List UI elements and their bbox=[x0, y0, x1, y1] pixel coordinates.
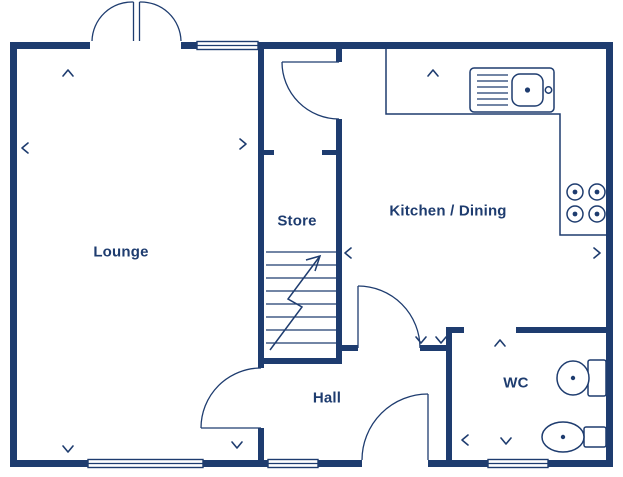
room-label-lounge: Lounge bbox=[93, 243, 149, 261]
stairs-up-arrow-icon bbox=[269, 254, 322, 351]
dimension-chevron-icon bbox=[500, 437, 512, 445]
window-icon bbox=[267, 458, 319, 469]
room-label-store: Store bbox=[277, 212, 317, 230]
window-icon bbox=[196, 40, 259, 51]
dimension-chevron-icon bbox=[62, 69, 74, 77]
room-label-hall: Hall bbox=[312, 389, 342, 407]
door-swing-icon bbox=[357, 285, 421, 349]
dimension-chevron-icon bbox=[415, 336, 427, 344]
dimension-chevron-icon bbox=[231, 441, 243, 449]
dimension-chevron-icon bbox=[593, 247, 601, 259]
wc-fixtures bbox=[541, 359, 607, 453]
window-icon bbox=[487, 458, 549, 469]
outer-walls bbox=[10, 42, 613, 467]
door-swing-icon bbox=[361, 393, 429, 461]
dimension-chevron-icon bbox=[461, 434, 469, 446]
hob-four-burner-icon bbox=[566, 183, 606, 223]
stairs bbox=[266, 251, 336, 351]
dimension-chevron-icon bbox=[344, 247, 352, 259]
dimension-chevron-icon bbox=[62, 445, 74, 453]
dimension-chevron-icon bbox=[427, 69, 439, 77]
kitchen-fixtures bbox=[385, 49, 606, 236]
door-swing-icon bbox=[281, 61, 340, 120]
room-label-kitchen-dining: Kitchen / Dining bbox=[389, 202, 507, 220]
door-swing-icon bbox=[200, 367, 262, 429]
dimension-chevron-icon bbox=[21, 142, 29, 154]
toilet-icon bbox=[556, 359, 607, 397]
wash-basin-icon bbox=[541, 421, 607, 453]
dimension-chevron-icon bbox=[435, 336, 447, 344]
counter-outline bbox=[385, 49, 606, 236]
internal-walls bbox=[258, 49, 606, 460]
windows bbox=[87, 40, 549, 469]
dimension-chevron-icon bbox=[494, 339, 506, 347]
dimension-chevrons bbox=[21, 69, 601, 453]
room-label-wc: WC bbox=[503, 374, 529, 392]
dimension-chevron-icon bbox=[239, 138, 247, 150]
doors bbox=[91, 1, 429, 461]
sink-drainer-icon bbox=[469, 67, 555, 113]
french-doors-icon bbox=[91, 1, 182, 42]
window-icon bbox=[87, 458, 204, 469]
